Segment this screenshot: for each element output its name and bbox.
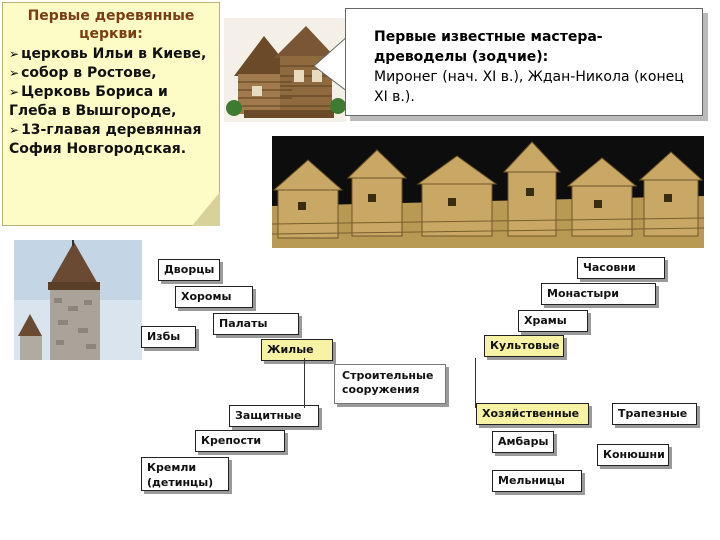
box-palaces: Дворцы: [158, 259, 220, 281]
box-defensive: Защитные: [229, 405, 319, 427]
arrow-bullet-icon: ➢: [9, 47, 20, 61]
box-barns: Амбары: [492, 431, 554, 453]
callout-pointer: [314, 35, 348, 93]
box-buildings: Строительные сооружения: [334, 364, 446, 404]
box-chambers: Палаты: [213, 313, 299, 335]
box-chapels: Часовни: [577, 257, 665, 279]
arrow-bullet-icon: ➢: [9, 123, 20, 137]
note-item-text: 13-главая деревянная София Новгородская.: [9, 122, 202, 157]
churches-note: Первые деревянные церкви: ➢церковь Ильи …: [2, 2, 220, 226]
box-fortresses: Крепости: [195, 430, 285, 452]
note-item-text: собор в Ростове,: [21, 65, 157, 81]
stone-tower-image: [14, 240, 142, 360]
box-residential: Жилые: [261, 339, 333, 361]
note-item: ➢собор в Ростове,: [9, 64, 213, 83]
note-fold-corner: [192, 192, 220, 226]
arrow-bullet-icon: ➢: [9, 66, 20, 80]
box-religious: Культовые: [484, 335, 564, 357]
box-mills: Мельницы: [492, 470, 582, 492]
box-mansions: Хоромы: [175, 286, 253, 308]
box-stables: Конюшни: [597, 444, 669, 466]
box-refectories: Трапезные: [612, 403, 697, 425]
box-monasteries: Монастыри: [541, 283, 656, 305]
box-huts: Избы: [141, 326, 196, 348]
center-frame: [304, 358, 476, 408]
callout-body: Миронег (нач. XI в.), Ждан-Никола (конец…: [374, 69, 684, 105]
callout-title: Первые известные мастера-древоделы (зодч…: [374, 29, 603, 65]
note-item: ➢13-главая деревянная София Новгородская…: [9, 121, 213, 159]
box-temples: Храмы: [518, 310, 588, 332]
note-title: Первые деревянные церкви:: [27, 8, 195, 42]
masters-callout: Первые известные мастера-древоделы (зодч…: [345, 8, 703, 116]
note-item: ➢церковь Ильи в Киеве,: [9, 45, 213, 64]
wooden-fortress-image: [272, 136, 704, 248]
arrow-bullet-icon: ➢: [9, 85, 20, 99]
box-economic: Хозяйственные: [476, 403, 589, 425]
box-kremlins: Кремли (детинцы): [141, 457, 229, 491]
note-item: ➢Церковь Бориса и Глеба в Вышгороде,: [9, 83, 213, 121]
note-item-text: Церковь Бориса и Глеба в Вышгороде,: [9, 84, 177, 119]
note-item-text: церковь Ильи в Киеве,: [21, 46, 207, 62]
